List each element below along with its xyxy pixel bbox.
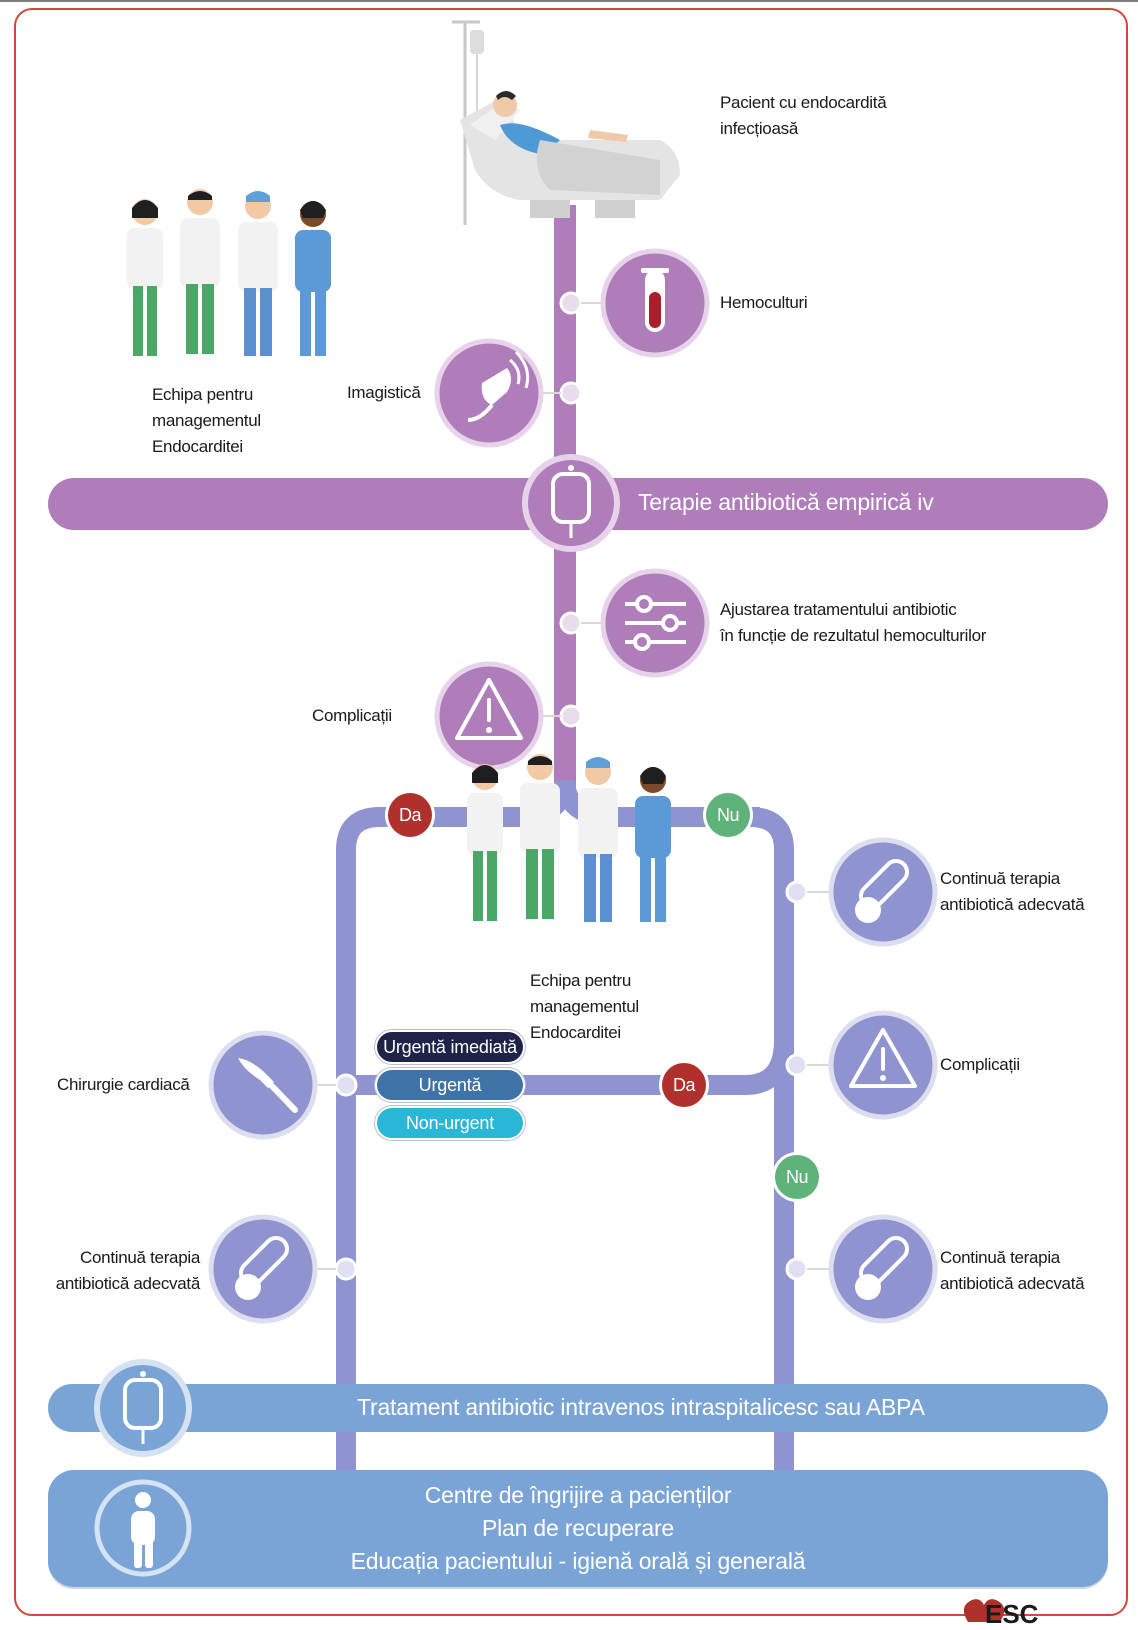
empiric-banner-text: Terapie antibiotică empirică iv	[638, 489, 934, 515]
badge-da-mid: Da	[662, 1063, 706, 1107]
iv-bag-icon	[522, 454, 620, 552]
left-track	[336, 807, 381, 1470]
scalpel-icon	[208, 1030, 318, 1140]
diagram-frame	[14, 8, 1128, 1616]
badge-nu-mid: Nu	[775, 1155, 819, 1199]
final-care-banner: Centre de îngrijire a pacienților Plan d…	[48, 1470, 1108, 1587]
warning-icon	[828, 1010, 938, 1120]
right-track	[749, 807, 794, 1470]
node-complications-r	[785, 1053, 809, 1077]
pill-urgenta-imediata: Urgentă imediată	[377, 1032, 523, 1062]
top-rule	[0, 0, 1138, 2]
pill-icon	[208, 1214, 318, 1324]
pill-icon	[828, 1214, 938, 1324]
sliders-icon	[600, 568, 710, 678]
esc-logo-text: ESC	[985, 1599, 1039, 1629]
pill-non-urgent: Non-urgent	[377, 1108, 523, 1138]
pill-icon	[828, 837, 938, 947]
ultrasound-probe-icon	[434, 338, 544, 448]
complicatii-label-right: Complicații	[940, 1055, 1020, 1074]
person-icon	[94, 1479, 192, 1577]
node-continue-r2	[785, 1257, 809, 1281]
medical-team-icon	[467, 754, 671, 922]
node-imaging	[559, 381, 583, 405]
hospital-bed-icon	[452, 20, 680, 225]
badge-nu-top: Nu	[706, 793, 750, 837]
final-line-3: Educația pacientului - igienă orală și g…	[350, 1548, 806, 1574]
final-line-2: Plan de recuperare	[481, 1515, 675, 1541]
chirurgie-label: Chirurgie cardiacă	[57, 1075, 190, 1094]
test-tube-icon	[600, 248, 710, 358]
node-continue-r1	[785, 880, 809, 904]
complicatii-label-left: Complicații	[312, 706, 392, 725]
esc-logo-icon	[963, 1599, 1005, 1622]
pill-urgenta: Urgentă	[377, 1070, 523, 1100]
node-hemo	[559, 291, 583, 315]
badge-da-top: Da	[388, 793, 432, 837]
node-continue-l	[334, 1257, 358, 1281]
iv-banner-text: Tratament antibiotic intravenos intraspi…	[357, 1394, 925, 1420]
hemoculturi-label: Hemoculturi	[720, 293, 808, 312]
complication-connector	[346, 1039, 794, 1095]
node-adjust	[559, 611, 583, 635]
final-line-1: Centre de îngrijire a pacienților	[424, 1482, 732, 1508]
imagistica-label: Imagistică	[347, 383, 421, 402]
warning-icon	[434, 661, 544, 771]
iv-bag-icon	[94, 1359, 192, 1457]
iv-banner-bar	[48, 1384, 1108, 1432]
medical-team-icon	[127, 189, 331, 356]
node-surgery	[334, 1073, 358, 1097]
node-complications	[559, 704, 583, 728]
